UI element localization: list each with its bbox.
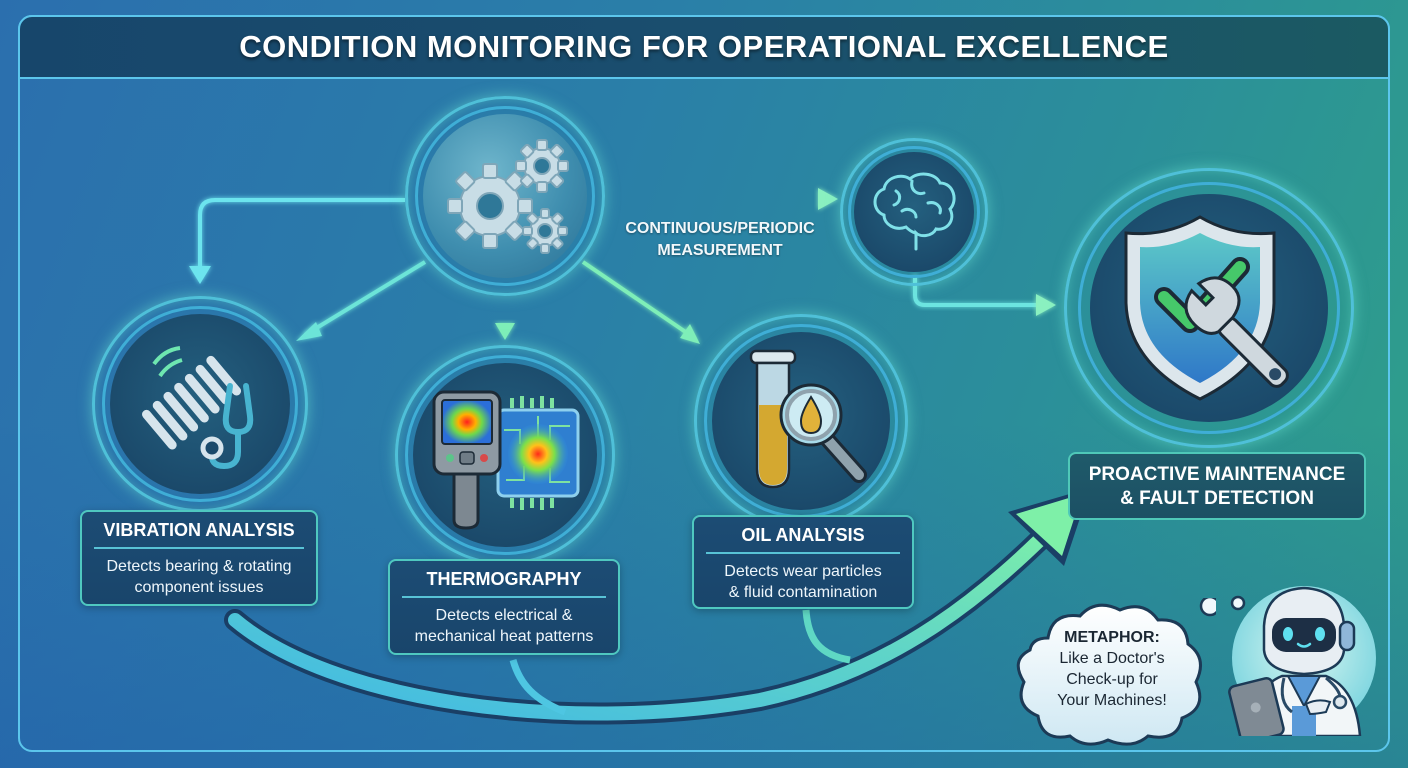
card-description: Detects bearing & rotating component iss… [106,558,292,596]
thermal-camera-icon [432,390,580,530]
card-description: Detects electrical & mechanical heat pat… [414,607,594,645]
oil-test-tube-icon [749,349,867,489]
measurement-label: CONTINUOUS/PERIODIC MEASUREMENT [625,220,815,259]
card-title: VIBRATION ANALYSIS [94,512,304,549]
spring-stethoscope-icon [142,346,254,470]
vibration-analysis-card: VIBRATION ANALYSIS Detects bearing & rot… [80,510,318,606]
page-title: CONDITION MONITORING FOR OPERATIONAL EXC… [239,29,1169,64]
gears-icon [447,139,569,254]
outcome-shield-node [1064,168,1354,448]
card-description: Detects wear particles & fluid contamina… [724,563,882,601]
proactive-maintenance-card: PROACTIVE MAINTENANCE & FAULT DETECTION [1068,452,1366,520]
shield-check-wrench-icon [1124,215,1289,401]
card-title: THERMOGRAPHY [402,561,606,598]
oil-analysis-node [694,314,908,528]
card-title: OIL ANALYSIS [706,517,900,554]
thermography-card: THERMOGRAPHY Detects electrical & mechan… [388,559,620,655]
brain-analysis-node [840,138,988,286]
oil-analysis-card: OIL ANALYSIS Detects wear particles & fl… [692,515,914,609]
robot-doctor-icon [1228,586,1376,736]
metaphor-text: METAPHOR: Like a Doctor's Check-up for Y… [1057,629,1167,709]
vibration-analysis-node [92,296,308,512]
thought-cloud [1016,598,1216,746]
thermography-node [395,345,615,565]
brain-icon [873,172,956,251]
hub-gears-node [405,96,605,296]
title-bar: CONDITION MONITORING FOR OPERATIONAL EXC… [18,15,1390,79]
thought-bubble-dot [1230,595,1246,611]
arrowhead-down [189,266,211,284]
arrow-hub-to-vibration-elbow [198,198,405,268]
